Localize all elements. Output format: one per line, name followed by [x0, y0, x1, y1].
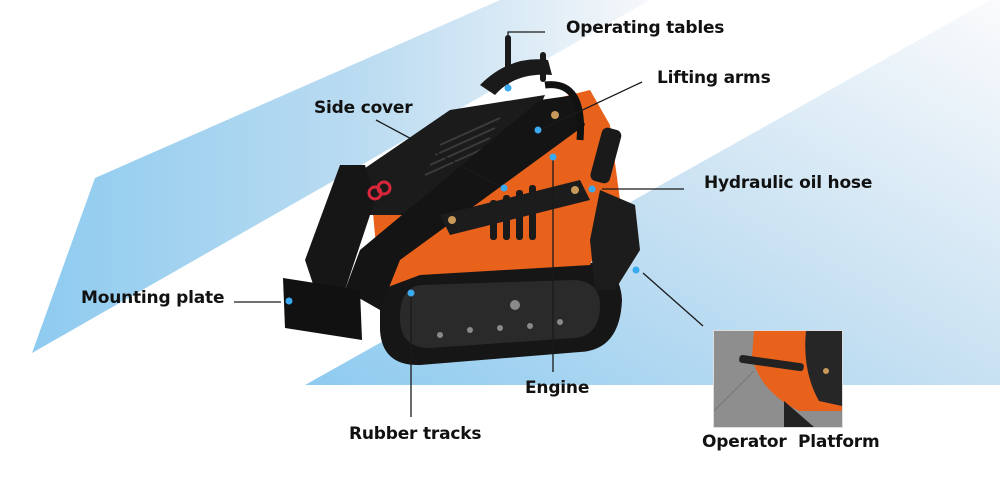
- label-side-cover: Side cover: [314, 98, 413, 118]
- label-hydraulic-oil-hose: Hydraulic oil hose: [704, 173, 873, 193]
- label-mounting-plate: Mounting plate: [81, 288, 225, 308]
- label-rubber-tracks: Rubber tracks: [349, 424, 482, 444]
- leader-lines: [234, 31, 704, 417]
- mini-skid-steer-machine: [283, 35, 640, 366]
- label-lifting-arms: Lifting arms: [657, 68, 771, 88]
- dot-engine: [549, 153, 557, 161]
- leader-side-cover: [375, 119, 504, 189]
- label-operating-tables: Operating tables: [566, 18, 725, 38]
- dot-rubber-tracks: [407, 289, 415, 297]
- label-operator-platform: Operator Platform: [702, 432, 880, 452]
- callout-dots: [285, 84, 640, 305]
- dot-side-cover: [500, 184, 508, 192]
- dot-mounting-plate: [285, 297, 293, 305]
- operator-platform-inset-photo: [713, 330, 843, 428]
- dot-operating-tables: [504, 84, 512, 92]
- leader-operator-platform: [642, 272, 704, 327]
- leader-lifting-arms: [539, 81, 643, 131]
- label-engine: Engine: [525, 378, 590, 398]
- leader-operating-tables: [507, 31, 545, 88]
- dot-operator-platform: [632, 266, 640, 274]
- dot-hydraulic-oil-hose: [588, 185, 596, 193]
- dot-lifting-arms: [534, 126, 542, 134]
